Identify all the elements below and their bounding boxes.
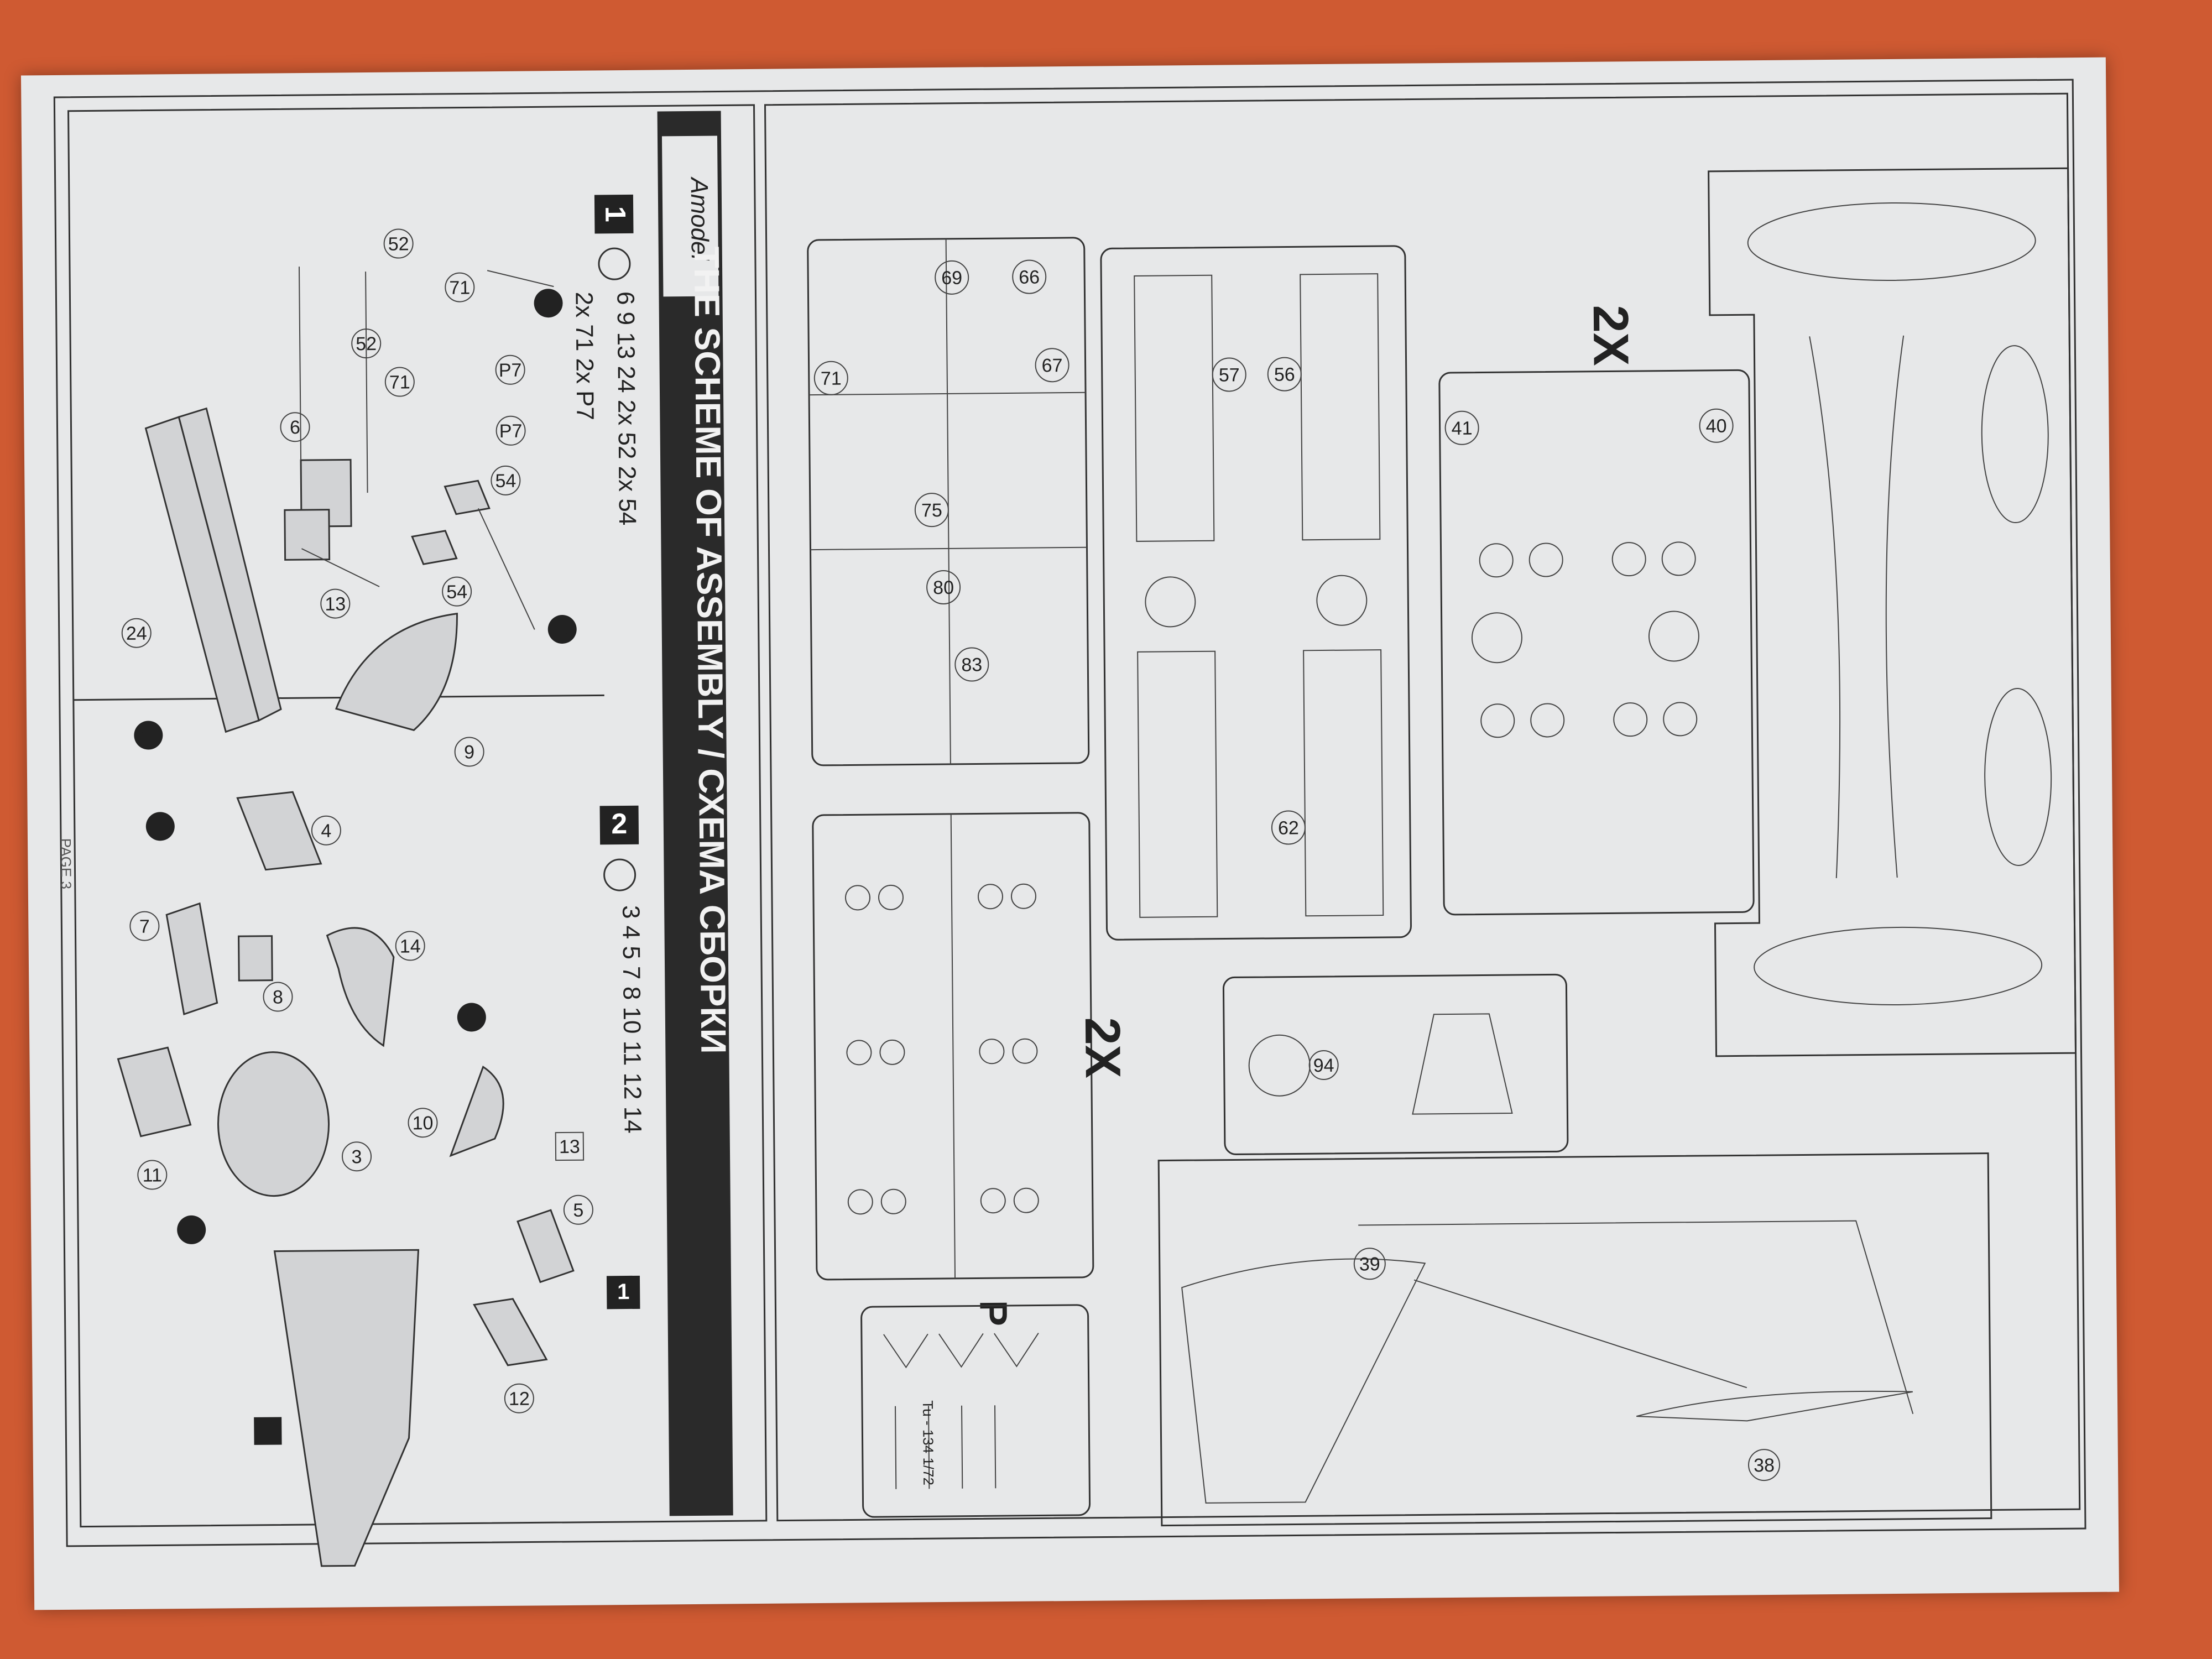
part-9-panel	[335, 612, 458, 732]
svg-text:52: 52	[356, 333, 377, 354]
page-label: PAGE 3	[58, 838, 75, 889]
step2-number-box	[599, 805, 639, 845]
sprue-d	[1708, 167, 2077, 1057]
fuselage-floor	[273, 1249, 420, 1567]
step1-parts-line1: 6 9 13 24 2x 52 2x 54	[612, 291, 641, 526]
part-3	[217, 1051, 330, 1197]
svg-text:G: G	[184, 1220, 199, 1241]
svg-text:56: 56	[1274, 364, 1295, 385]
svg-text:54: 54	[495, 471, 516, 492]
svg-text:39: 39	[1359, 1254, 1380, 1275]
step2-ref-box	[606, 1275, 640, 1310]
glue-icon	[603, 858, 637, 891]
step2-callouts: G 4 7 14 8 G 10 11 3 13 5 G 12 1	[129, 812, 593, 1445]
svg-text:66: 66	[1019, 267, 1040, 288]
svg-text:69: 69	[941, 268, 962, 289]
svg-text:83: 83	[961, 654, 982, 675]
svg-text:9: 9	[464, 742, 474, 763]
photoetch-fret	[860, 1304, 1091, 1518]
step-divider	[73, 694, 604, 701]
photoetch-caption: Tu - 134 1/72	[920, 1400, 937, 1485]
svg-text:P7: P7	[499, 360, 522, 381]
part-4	[236, 791, 322, 871]
step1-drawing	[144, 267, 554, 733]
part-8	[238, 935, 273, 982]
svg-text:38: 38	[1754, 1455, 1775, 1476]
svg-text:62: 62	[1278, 817, 1299, 838]
photoetch-letter: P	[972, 1300, 1015, 1326]
svg-text:E: E	[542, 293, 555, 314]
svg-text:14: 14	[400, 936, 421, 957]
svg-text:13: 13	[559, 1136, 580, 1157]
step1-number: 1	[599, 206, 631, 222]
svg-text:11: 11	[143, 1165, 163, 1186]
part-13	[284, 509, 331, 561]
sprue-e	[812, 812, 1094, 1281]
svg-text:80: 80	[933, 577, 954, 598]
svg-text:8: 8	[273, 987, 283, 1008]
svg-text:G: G	[153, 816, 168, 837]
outer-frame	[53, 79, 2086, 1547]
step1-number-box	[594, 194, 634, 234]
part-14	[326, 927, 395, 1047]
step2-drawing	[117, 791, 575, 1567]
sprue-a: 75 83 80 71 67 69 66	[807, 237, 1090, 766]
svg-text:57: 57	[1219, 364, 1240, 385]
svg-text:4: 4	[321, 821, 331, 842]
svg-text:54: 54	[446, 581, 467, 602]
svg-text:G: G	[141, 725, 156, 746]
svg-text:6: 6	[290, 417, 300, 438]
seat-54a	[444, 479, 491, 515]
title-banner	[657, 111, 733, 1516]
svg-text:67: 67	[1042, 355, 1063, 376]
svg-text:41: 41	[1452, 418, 1473, 439]
svg-text:13: 13	[325, 593, 346, 614]
sprue-f: 94	[1222, 973, 1569, 1155]
brand-logo	[661, 135, 719, 297]
instruction-sheet: Amodel THE SCHEME OF ASSEMBLY / СХЕМА СБ…	[20, 57, 2120, 1610]
step1-parts-line2: 2x 71 2x P7	[570, 291, 598, 420]
glue-icon	[598, 247, 631, 280]
svg-text:3: 3	[351, 1146, 362, 1167]
svg-text:G: G	[464, 1007, 479, 1028]
part-10	[449, 1065, 504, 1157]
svg-text:G: G	[555, 619, 570, 640]
svg-text:71: 71	[821, 368, 842, 389]
svg-text:5: 5	[573, 1200, 583, 1221]
svg-text:10: 10	[412, 1113, 433, 1134]
svg-text:40: 40	[1706, 416, 1727, 437]
multiplier-mid: 2X	[1074, 1017, 1130, 1078]
multiplier-top: 2X	[1583, 305, 1639, 366]
sprue-b: 57 56 62	[1100, 245, 1412, 941]
part-12	[473, 1298, 548, 1366]
seat-54b	[411, 530, 458, 565]
part-7	[165, 902, 218, 1015]
svg-text:7: 7	[139, 916, 150, 937]
svg-text:1: 1	[263, 1421, 273, 1442]
svg-text:P7: P7	[499, 421, 523, 442]
svg-text:24: 24	[126, 623, 147, 644]
brand-logo-text: Amodel	[686, 176, 713, 261]
svg-text:12: 12	[509, 1389, 530, 1410]
sheet-drawing: Amodel THE SCHEME OF ASSEMBLY / СХЕМА СБ…	[53, 79, 2086, 1567]
step1-callouts: 52 71 E 52 71 P7 P7 6 54 54 13 24 G G 9	[121, 228, 577, 767]
svg-text:52: 52	[388, 233, 409, 254]
sprue-g: 39 38	[1157, 1152, 1992, 1527]
svg-text:71: 71	[389, 372, 410, 393]
part-11	[117, 1046, 192, 1138]
left-panel-frame	[67, 104, 768, 1528]
page-title: THE SCHEME OF ASSEMBLY / СХЕМА СБОРКИ	[687, 246, 734, 1053]
svg-text:71: 71	[449, 277, 470, 298]
part-5	[517, 1209, 575, 1284]
svg-text:94: 94	[1313, 1055, 1334, 1076]
sprue-c: 41 40	[1438, 369, 1755, 916]
svg-text:75: 75	[921, 500, 942, 521]
step2-parts-line: 3 4 5 7 8 10 11 12 14	[617, 905, 646, 1134]
step2-number: 2	[611, 808, 627, 840]
step2-ref: 1	[617, 1280, 630, 1304]
